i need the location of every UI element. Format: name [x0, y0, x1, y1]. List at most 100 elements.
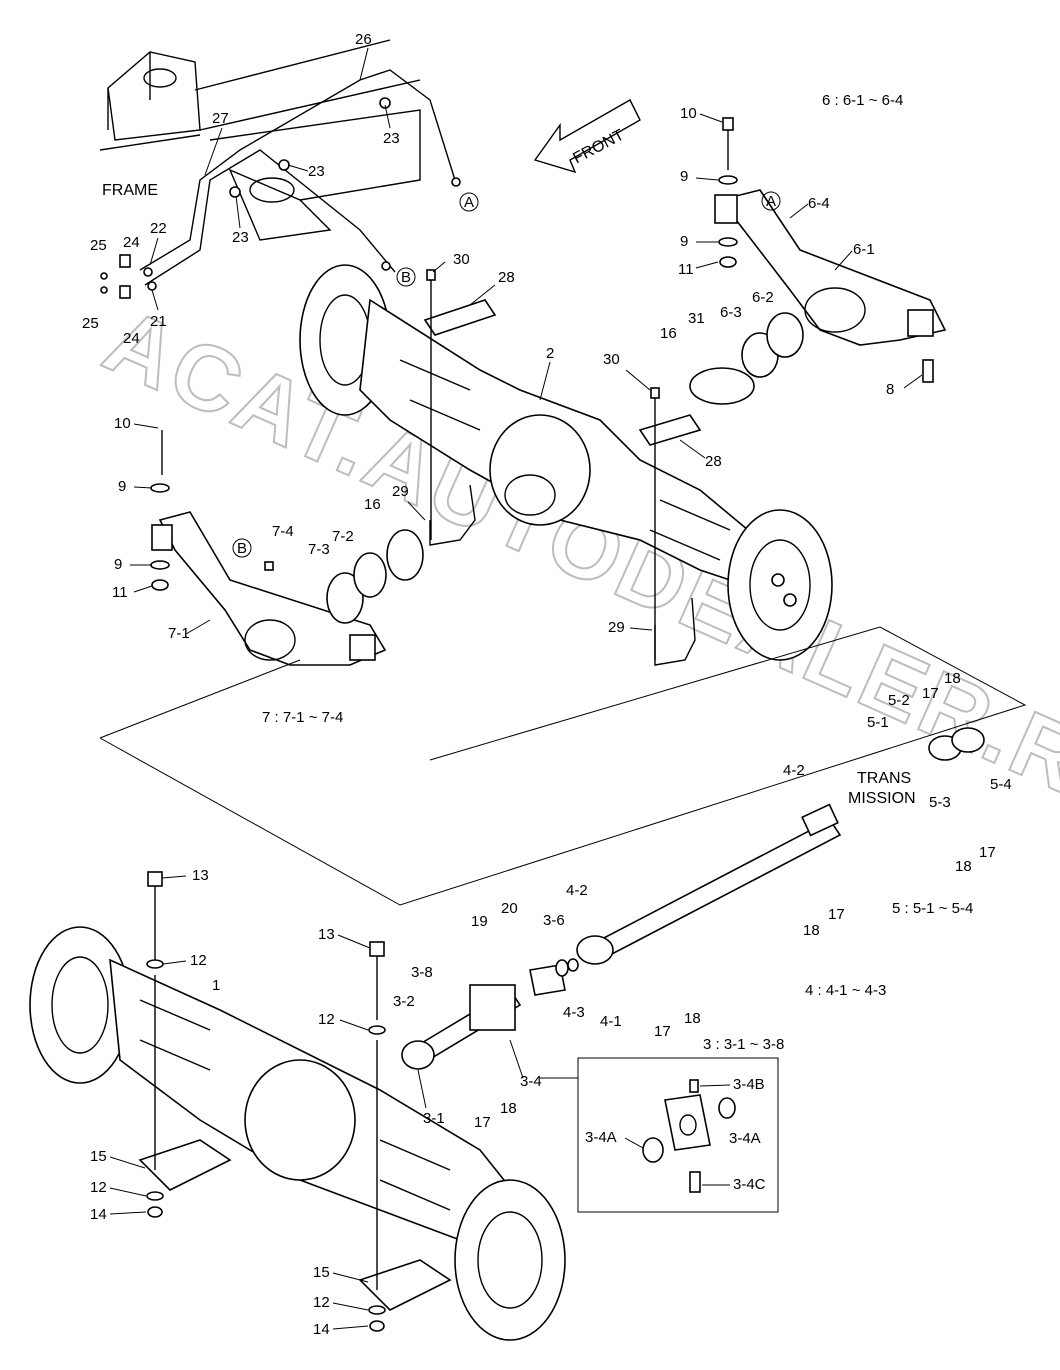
callout-25-b: 25 [82, 315, 99, 332]
callout-5-3: 5-3 [929, 794, 951, 811]
mounting-hardware-rear [423, 269, 702, 666]
legend-group-5: 5 : 5-1 ~ 5-4 [892, 900, 973, 917]
callout-15-a: 15 [90, 1148, 107, 1165]
callout-30-b: 30 [603, 351, 620, 368]
bracket-7-1 [150, 430, 424, 666]
brake-lines [100, 69, 461, 299]
callout-23-a: 23 [383, 130, 400, 147]
legend-group-6: 6 : 6-1 ~ 6-4 [822, 92, 903, 109]
transmission-label: TRANS [857, 770, 911, 787]
callout-6-2: 6-2 [752, 289, 774, 306]
callout-23-b: 23 [308, 163, 325, 180]
callout-5-2: 5-2 [888, 692, 910, 709]
callout-7-4: 7-4 [272, 523, 294, 540]
callout-17-e: 17 [474, 1114, 491, 1131]
callout-9-b: 9 [680, 233, 688, 250]
ref-b-2: B [237, 540, 247, 557]
legend-group-4: 4 : 4-1 ~ 4-3 [805, 982, 886, 999]
ref-b-1: B [401, 269, 411, 286]
callout-11-a: 11 [678, 261, 694, 278]
callout-24-a: 24 [123, 234, 140, 251]
callout-25-a: 25 [90, 237, 107, 254]
callout-3-1: 3-1 [423, 1110, 445, 1127]
callout-26: 26 [355, 31, 372, 48]
callout-3-4c: 3-4C [733, 1176, 766, 1193]
callout-labels: FRAME TRANS MISSION 6 : 6-1 ~ 6-4 7 : 7-… [82, 31, 1012, 1338]
callout-8: 8 [886, 381, 894, 398]
legend-group-7: 7 : 7-1 ~ 7-4 [262, 709, 343, 726]
callout-18-d: 18 [684, 1010, 701, 1027]
callout-18-a: 18 [944, 670, 961, 687]
bracket-6-1 [689, 117, 947, 405]
callout-14-a: 14 [90, 1206, 107, 1223]
callout-3-4a-2: 3-4A [729, 1130, 761, 1147]
detail-box-3-4 [540, 1057, 779, 1213]
callout-4-2-b: 4-2 [566, 882, 588, 899]
callout-16-a: 16 [660, 325, 677, 342]
callout-3-4: 3-4 [520, 1073, 542, 1090]
callout-3-2: 3-2 [393, 993, 415, 1010]
callout-28-a: 28 [498, 269, 515, 286]
callout-17-a: 17 [922, 685, 939, 702]
callout-17-b: 17 [979, 844, 996, 861]
callout-4-2-a: 4-2 [783, 762, 805, 779]
callout-16-b: 16 [364, 496, 381, 513]
callout-1: 1 [212, 977, 220, 994]
callout-2: 2 [546, 345, 554, 362]
callout-6-4: 6-4 [808, 195, 830, 212]
callout-21: 21 [150, 313, 167, 330]
legend-group-3: 3 : 3-1 ~ 3-8 [703, 1036, 784, 1053]
callout-27: 27 [212, 110, 229, 127]
ref-a-2: A [766, 193, 776, 210]
ref-a-1: A [464, 194, 474, 211]
leader-lines [109, 47, 923, 1330]
callout-10-a: 10 [680, 105, 697, 122]
frame-label: FRAME [102, 182, 158, 199]
callout-9-a: 9 [680, 168, 688, 185]
watermark: ACAT.AUTODEALER.RU [89, 288, 1060, 843]
callout-9-c: 9 [118, 478, 126, 495]
callout-28-b: 28 [705, 453, 722, 470]
callout-3-6: 3-6 [543, 912, 565, 929]
callout-4-1: 4-1 [600, 1013, 622, 1030]
callout-12-b: 12 [318, 1011, 335, 1028]
callout-12-d: 12 [313, 1294, 330, 1311]
front-arrow: FRONT [533, 99, 641, 174]
callout-24-b: 24 [123, 330, 140, 347]
assembly-boundary-7 [99, 659, 301, 739]
callout-23-c: 23 [232, 229, 249, 246]
callout-17-d: 17 [654, 1023, 671, 1040]
callout-4-3: 4-3 [563, 1004, 585, 1021]
propeller-shaft [401, 727, 985, 1070]
callout-9-d: 9 [114, 556, 122, 573]
watermark-text: ACAT.AUTODEALER.RU [90, 289, 1060, 842]
callout-7-2: 7-2 [332, 528, 354, 545]
front-label: FRONT [570, 126, 627, 167]
callout-12-a: 12 [190, 952, 207, 969]
callout-17-c: 17 [828, 906, 845, 923]
callout-13-a: 13 [192, 867, 209, 884]
callout-6-3: 6-3 [720, 304, 742, 321]
callout-7-3: 7-3 [308, 541, 330, 558]
callout-31: 31 [688, 310, 705, 327]
transmission-label-2: MISSION [848, 790, 916, 807]
callout-29-a: 29 [392, 483, 409, 500]
callout-5-1: 5-1 [867, 714, 889, 731]
callout-29-b: 29 [608, 619, 625, 636]
front-axle [29, 871, 566, 1341]
assembly-boundary-5 [99, 626, 1027, 906]
callout-3-4b: 3-4B [733, 1076, 765, 1093]
callout-19: 19 [471, 913, 488, 930]
callout-13-b: 13 [318, 926, 335, 943]
frame-assembly [99, 39, 421, 241]
callout-15-b: 15 [313, 1264, 330, 1281]
callout-18-e: 18 [500, 1100, 517, 1117]
callout-11-b: 11 [112, 584, 128, 601]
rear-axle [299, 264, 833, 661]
callout-14-b: 14 [313, 1321, 330, 1338]
callout-22: 22 [150, 220, 167, 237]
callout-10-b: 10 [114, 415, 131, 432]
callout-5-4: 5-4 [990, 776, 1012, 793]
callout-3-4a-1: 3-4A [585, 1129, 617, 1146]
